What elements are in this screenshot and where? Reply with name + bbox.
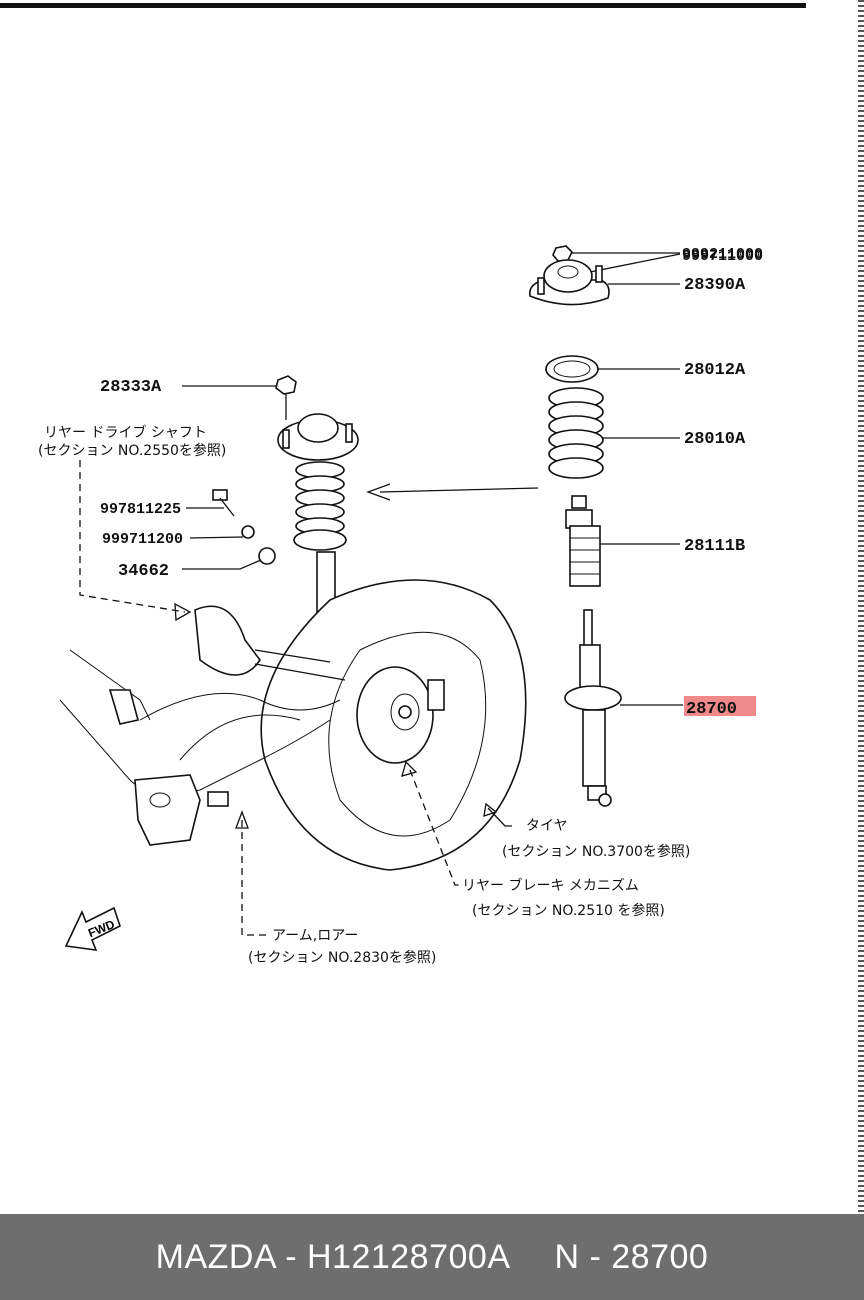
note-arm: アーム,ロアー [272, 928, 358, 944]
scan-edge [858, 0, 864, 1214]
tire-ref-line [487, 807, 512, 827]
parts-diagram: FWD 999211000 999711000 28390A 28012A 28… [0, 3, 806, 966]
note-drive-shaft-ref: (セクション NO.2550を参照) [38, 442, 226, 459]
spring-28010A [548, 387, 680, 479]
bump-stop-28111B [565, 495, 680, 587]
label-28700[interactable]: 28700 [686, 700, 737, 719]
note-brake-ref: (セクション NO.2510 を参照) [472, 902, 665, 919]
bushing-34662 [182, 547, 276, 570]
shock-absorber-28700 [564, 609, 683, 807]
label-28010A: 28010A [684, 430, 746, 449]
note-tire: タイヤ [526, 818, 568, 834]
label-997811225: 997811225 [100, 501, 181, 518]
label-999711000: 999711000 [682, 248, 763, 265]
tire [260, 579, 527, 871]
note-drive-shaft: リヤー ドライブ シャフト [44, 424, 207, 441]
arm-ref-line [241, 820, 268, 936]
top-border [0, 3, 806, 8]
assembly-arrow [366, 483, 539, 501]
drive-shaft-arrowhead [174, 602, 192, 622]
label-28390A: 28390A [684, 276, 746, 295]
nut-999211000 [552, 245, 680, 262]
label-28333A: 28333A [100, 378, 162, 397]
label-999711200: 999711200 [102, 531, 183, 548]
label-34662: 34662 [118, 562, 169, 581]
note-tire-ref: (セクション NO.3700を参照) [502, 843, 690, 860]
footer-reference: N - 28700 [554, 1237, 709, 1276]
strut-assembly [275, 375, 359, 670]
note-brake: リヤー ブレーキ メカニズム [462, 877, 639, 894]
seat-28012A [545, 355, 680, 383]
mount-28390A [528, 259, 680, 306]
arm-arrowhead [235, 810, 249, 829]
tire-arrowhead [483, 802, 498, 817]
lower-arm [59, 649, 341, 846]
label-28012A: 28012A [684, 361, 746, 380]
highlight-28700 [684, 696, 756, 716]
washer-999711200 [189, 525, 255, 539]
note-arm-ref: (セクション NO.2830を参照) [248, 949, 436, 966]
footer-bar: MAZDA - H12128700A N - 28700 [0, 1214, 864, 1300]
label-999211000: 999211000 [682, 246, 763, 263]
footer-part-number: MAZDA - H12128700A [155, 1237, 511, 1276]
label-28111B: 28111B [684, 537, 745, 556]
brake-ref-line [409, 769, 462, 886]
fwd-arrow: FWD [64, 906, 121, 951]
brake-arrowhead [401, 760, 418, 777]
drive-shaft [194, 605, 346, 681]
bolt-997811225 [186, 489, 235, 517]
drive-shaft-ref-line [79, 460, 186, 613]
